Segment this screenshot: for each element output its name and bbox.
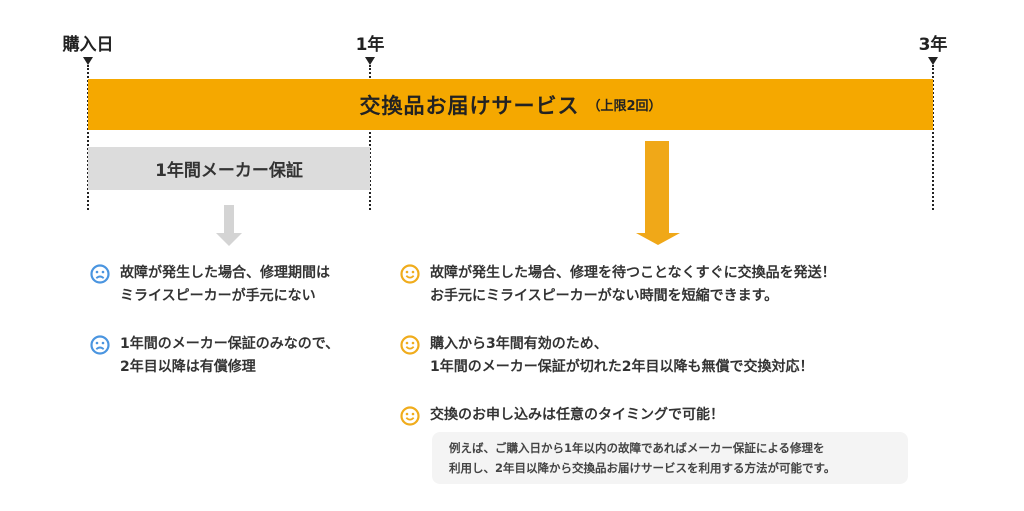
sad-face-icon bbox=[90, 264, 110, 284]
start-marker-icon bbox=[83, 57, 93, 65]
service-pro-text: 購入から3年間有効のため、 1年間のメーカー保証が切れた2年目以降も無償で交換対… bbox=[430, 336, 814, 375]
orange-down-arrow-icon bbox=[636, 141, 680, 245]
service-pro-item: 故障が発生した場合、修理を待つことなくすぐに交換品を発送！ お手元にミライスピー… bbox=[400, 262, 836, 308]
year3-dotted-line bbox=[932, 65, 934, 210]
gray-down-arrow-icon bbox=[216, 205, 242, 246]
exchange-service-title: 交換品お届けサービス bbox=[359, 93, 580, 118]
service-pro-text: 交換のお申し込みは任意のタイミングで可能！ bbox=[430, 407, 724, 423]
service-pro-text: 故障が発生した場合、修理を待つことなくすぐに交換品を発送！ お手元にミライスピー… bbox=[430, 265, 836, 304]
smile-face-icon bbox=[400, 335, 420, 355]
service-pros-list: 故障が発生した場合、修理を待つことなくすぐに交換品を発送！ お手元にミライスピー… bbox=[400, 262, 836, 427]
year1-marker-icon bbox=[365, 57, 375, 65]
service-pro-item: 購入から3年間有効のため、 1年間のメーカー保証が切れた2年目以降も無償で交換対… bbox=[400, 333, 836, 379]
timeline-year3-label: 3年 bbox=[918, 35, 948, 55]
sad-face-icon bbox=[90, 335, 110, 355]
start-dotted-line bbox=[87, 65, 89, 210]
warranty-cons-list: 故障が発生した場合、修理期間は ミライスピーカーが手元にない 1年間のメーカー保… bbox=[90, 262, 339, 379]
smile-face-icon bbox=[400, 406, 420, 426]
exchange-service-bar: 交換品お届けサービス （上限2回） bbox=[88, 79, 933, 130]
timeline-year1-label: 1年 bbox=[355, 35, 385, 55]
smile-face-icon bbox=[400, 264, 420, 284]
warranty-con-text: 故障が発生した場合、修理期間は ミライスピーカーが手元にない bbox=[120, 265, 330, 304]
warranty-con-item: 故障が発生した場合、修理期間は ミライスピーカーが手元にない bbox=[90, 262, 339, 308]
warranty-con-text: 1年間のメーカー保証のみなので、 2年目以降は有償修理 bbox=[120, 336, 340, 375]
example-note-box: 例えば、ご購入日から1年以内の故障であればメーカー保証による修理を 利用し、2年… bbox=[432, 432, 908, 484]
exchange-service-limit: （上限2回） bbox=[587, 99, 662, 114]
warranty-con-item: 1年間のメーカー保証のみなので、 2年目以降は有償修理 bbox=[90, 333, 339, 379]
timeline-start-label: 購入日 bbox=[62, 35, 114, 55]
year1-dotted-line bbox=[369, 65, 371, 210]
year3-marker-icon bbox=[928, 57, 938, 65]
maker-warranty-bar: 1年間メーカー保証 bbox=[88, 147, 370, 190]
service-pro-item: 交換のお申し込みは任意のタイミングで可能！ bbox=[400, 404, 836, 427]
